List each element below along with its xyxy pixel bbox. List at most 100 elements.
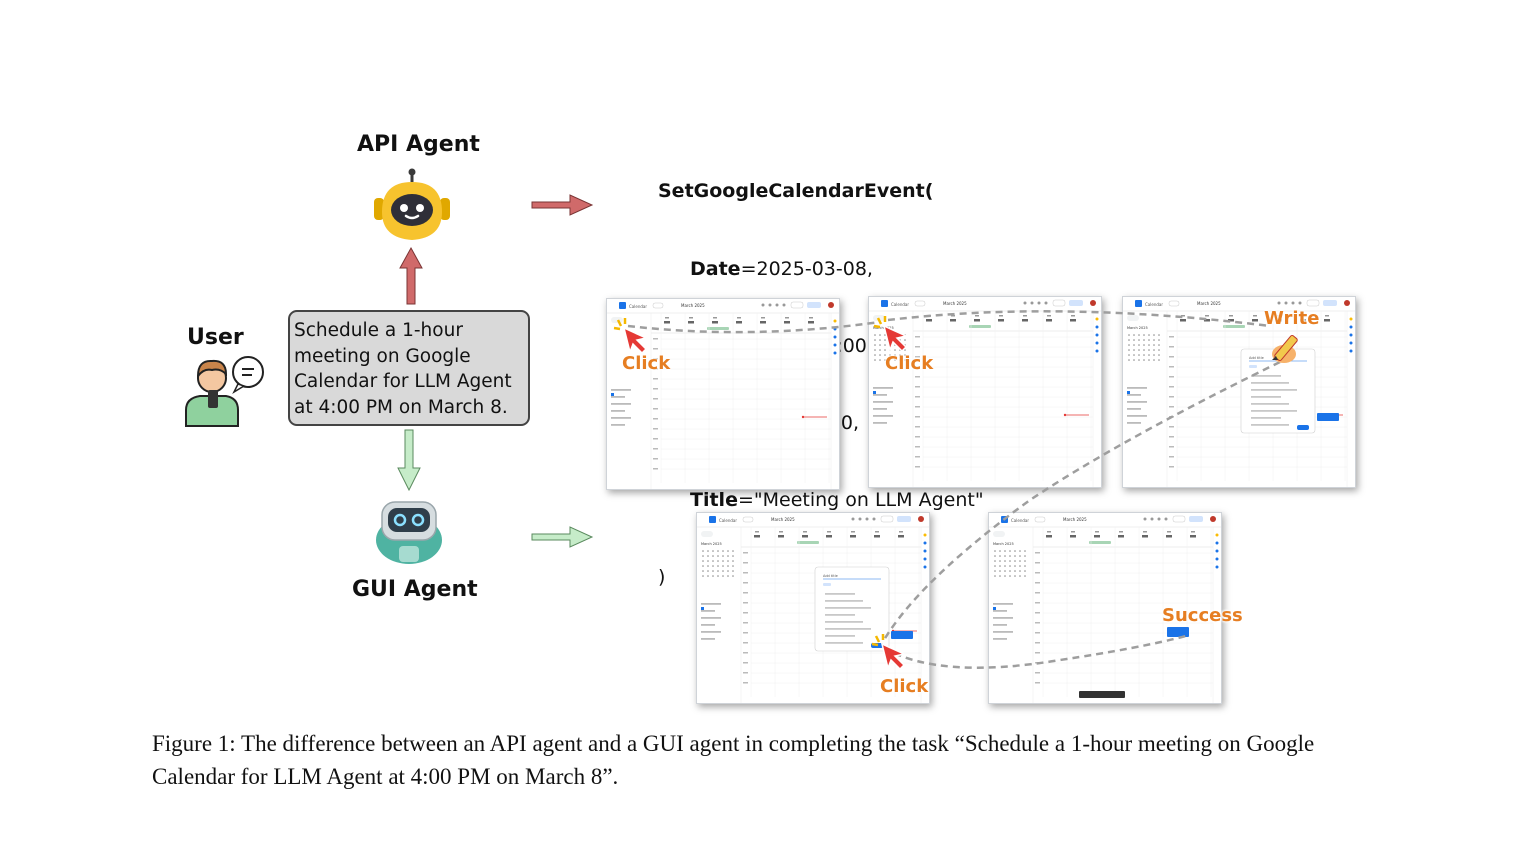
- calendar-logo-icon: [709, 516, 716, 523]
- hour-label: [1035, 682, 1040, 684]
- mini-cal-day: [999, 575, 1001, 577]
- mini-cal-day: [1153, 334, 1155, 336]
- day-name: [785, 317, 789, 319]
- day-number: [712, 321, 718, 324]
- mini-cal-day: [884, 344, 886, 346]
- connector-2-3: [887, 310, 1271, 328]
- mini-cal-day: [1009, 550, 1011, 552]
- month-label: March 2025: [1063, 517, 1087, 522]
- mini-cal-day: [717, 575, 719, 577]
- mini-cal-day: [712, 550, 714, 552]
- param-value-date: =2025-03-08,: [740, 257, 873, 280]
- mini-cal-day: [879, 349, 881, 351]
- side-panel-icon: [1215, 549, 1219, 553]
- cursor-click-icon: [873, 316, 909, 353]
- view-toggle: [1323, 300, 1337, 306]
- event-dialog-row: [1251, 403, 1289, 405]
- hour-label: [915, 376, 920, 378]
- toolbar-icon: [851, 517, 855, 521]
- mini-cal-day: [1024, 570, 1026, 572]
- calendar-logo-icon: [881, 300, 888, 307]
- sidebar-item: [873, 394, 887, 396]
- hour-label: [743, 672, 748, 674]
- day-name: [1167, 531, 1171, 533]
- event-dialog-row: [825, 642, 863, 644]
- robot-teal-icon: [376, 501, 442, 564]
- day-number: [950, 319, 956, 322]
- day-name: [1301, 315, 1305, 317]
- mini-cal-day: [1153, 344, 1155, 346]
- hour-label: [915, 436, 920, 438]
- mini-cal-day: [879, 344, 881, 346]
- mini-cal-day: [1148, 354, 1150, 356]
- mini-cal-day: [712, 575, 714, 577]
- day-name: [899, 531, 903, 533]
- sidebar-item: [1127, 415, 1147, 417]
- day-number: [1094, 535, 1100, 538]
- mini-cal-day: [1004, 570, 1006, 572]
- side-panel-icon: [1215, 557, 1219, 561]
- day-name: [951, 315, 955, 317]
- day-name: [1119, 531, 1123, 533]
- mini-cal-day: [1158, 344, 1160, 346]
- current-time-dot: [801, 415, 805, 419]
- figure-caption: Figure 1: The difference between an API …: [152, 731, 1315, 789]
- mini-cal-day: [894, 359, 896, 361]
- side-panel-icon: [1095, 333, 1099, 337]
- sidebar-item: [611, 417, 631, 419]
- mini-cal-day: [1133, 344, 1135, 346]
- mini-cal-day: [702, 575, 704, 577]
- mini-cal-day: [702, 570, 704, 572]
- all-day-event: [1223, 325, 1245, 328]
- toolbar-icon: [1157, 517, 1161, 521]
- mini-cal-day: [894, 354, 896, 356]
- day-number: [1142, 535, 1148, 538]
- sidebar-item: [701, 638, 715, 640]
- create-button: [701, 531, 713, 537]
- day-name: [1191, 531, 1195, 533]
- month-label: March 2025: [681, 303, 705, 308]
- toolbar-icon: [1030, 301, 1034, 305]
- mini-cal-day: [732, 565, 734, 567]
- mini-cal-day: [874, 359, 876, 361]
- side-panel-icon: [1215, 533, 1219, 537]
- day-number: [1276, 319, 1282, 322]
- hour-label: [1035, 562, 1040, 564]
- new-event-block: [891, 631, 913, 639]
- mini-cal-day: [707, 560, 709, 562]
- sidebar-item: [1127, 387, 1147, 389]
- annotation-click-3: Click: [880, 676, 929, 697]
- hour-label: [1169, 386, 1174, 388]
- toolbar-icon: [1023, 301, 1027, 305]
- right-arrow-icon: [531, 526, 594, 548]
- side-panel-icon: [1095, 341, 1099, 345]
- hour-label: [1169, 376, 1174, 378]
- mini-cal-day: [1009, 565, 1011, 567]
- side-panel-icon: [1095, 349, 1099, 353]
- calendar-header: [607, 299, 839, 313]
- hour-label: [915, 396, 920, 398]
- down-arrow-icon: [397, 429, 421, 492]
- hour-label: [1035, 552, 1040, 554]
- annotation-write: Write: [1264, 308, 1320, 329]
- side-panel-icon: [1349, 317, 1353, 321]
- hour-label: [653, 408, 658, 410]
- day-number: [754, 535, 760, 538]
- mini-cal-day: [1128, 344, 1130, 346]
- toolbar-icon: [768, 303, 772, 307]
- created-event-block: [1167, 627, 1189, 637]
- mini-cal-day: [879, 359, 881, 361]
- day-number: [1022, 319, 1028, 322]
- hour-label: [743, 562, 748, 564]
- mini-cal-day: [1019, 565, 1021, 567]
- calendar-app-title: Calendar: [891, 302, 909, 307]
- day-number: [926, 319, 932, 322]
- event-dialog-row: [1251, 410, 1297, 412]
- event-dialog-row: [825, 621, 863, 623]
- hour-label: [915, 336, 920, 338]
- day-name: [779, 531, 783, 533]
- mini-cal-day: [707, 550, 709, 552]
- event-dialog-row: [825, 614, 855, 616]
